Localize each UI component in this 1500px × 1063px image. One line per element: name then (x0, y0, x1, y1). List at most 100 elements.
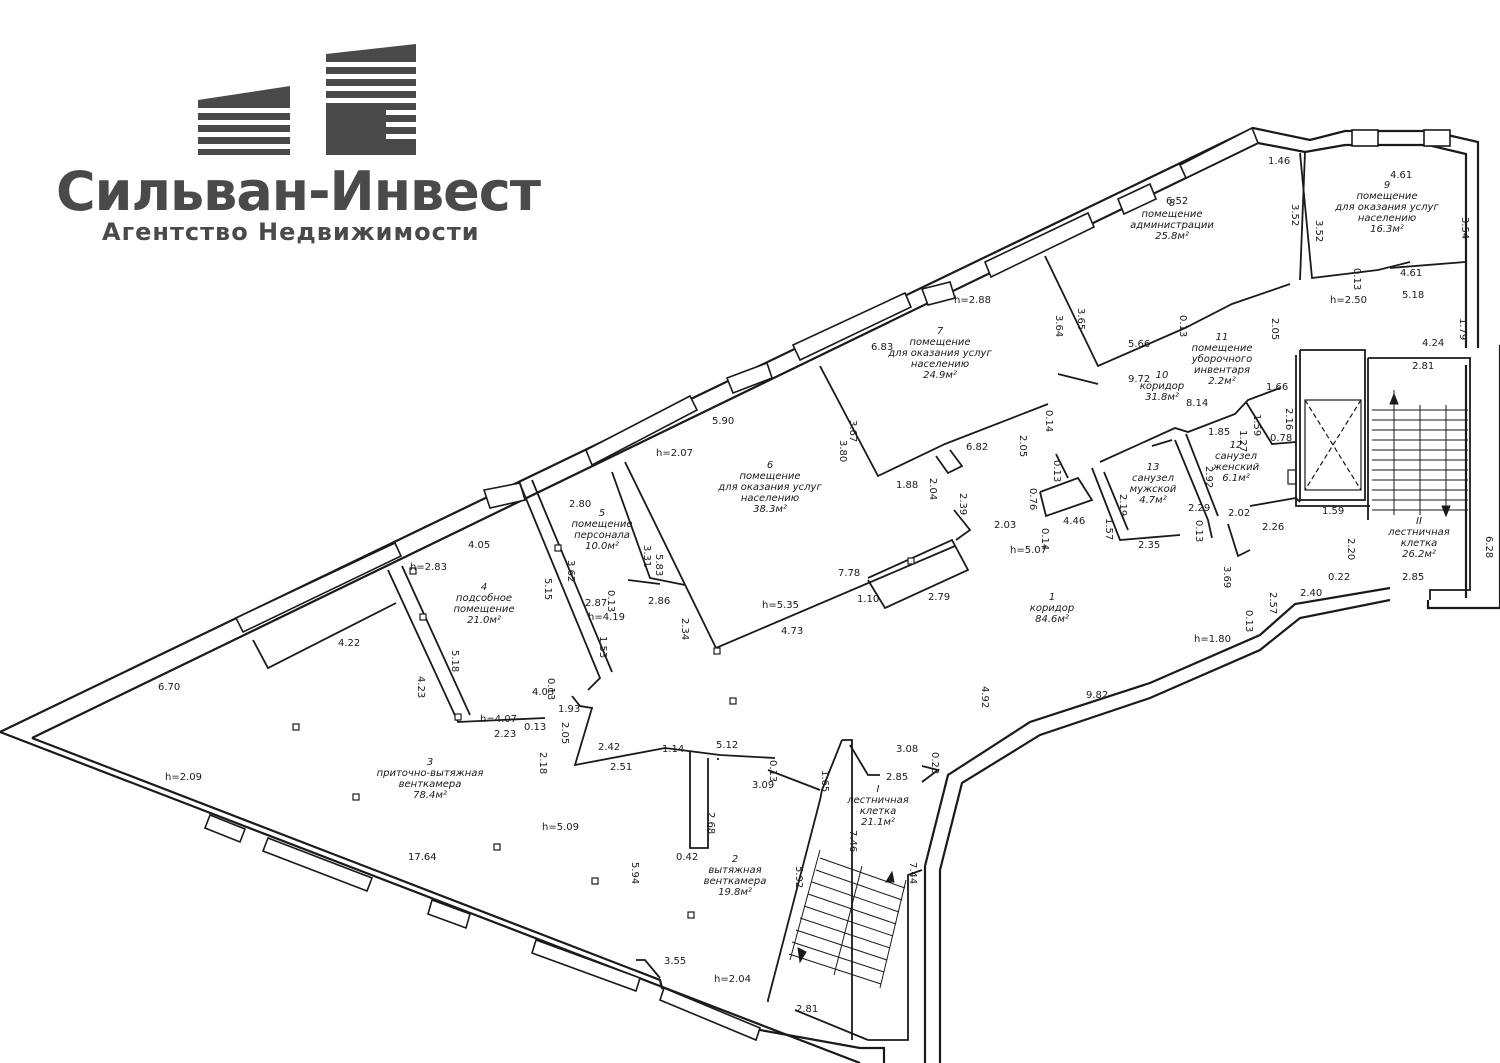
dimension-label: 3.80 (837, 440, 848, 462)
room-labels: 1коридор84.6м²2вытяжнаявенткамера19.8м²3… (377, 180, 1450, 898)
logo-subtitle: Агентство Недвижимости (102, 218, 480, 246)
dimension-label: h=2.09 (165, 772, 202, 783)
dimension-label: 7.78 (838, 568, 860, 579)
dimension-label: 5.94 (629, 862, 640, 884)
dimension-label: 5.90 (712, 416, 734, 427)
dimension-label: 0.23 (929, 752, 940, 774)
dimension-label: 2.16 (1283, 408, 1294, 430)
dimension-label: 3.62 (565, 560, 576, 582)
dimension-label: 2.92 (1203, 466, 1214, 488)
dimension-label: h=4.19 (588, 612, 625, 623)
dimension-label: 5.18 (1402, 290, 1424, 301)
room-label-line: 1 (1049, 592, 1055, 603)
company-logo: Сильван-Инвест Агентство Недвижимости (50, 40, 570, 260)
dimension-label: 0.13 (767, 760, 778, 782)
dimension-label: 2.02 (1228, 508, 1250, 519)
dimension-label: 5.15 (542, 578, 553, 600)
dimension-label: h=5.07 (1010, 545, 1047, 556)
room-label-line: населению (1358, 213, 1416, 224)
room-label-line: клетка (860, 806, 897, 817)
dimension-label: 2.03 (994, 520, 1016, 531)
dimension-label: 5.66 (1128, 339, 1150, 350)
dimension-label: 4.92 (979, 686, 990, 708)
dimension-label: 0.22 (1328, 572, 1350, 583)
dimension-label: 3.69 (1221, 566, 1232, 588)
building-logo-icon (198, 44, 416, 155)
dimension-label: 5.18 (449, 650, 460, 672)
dimension-label: 0.13 (1243, 610, 1254, 632)
room-label-line: 7 (937, 326, 944, 337)
dimension-label: 7.46 (847, 830, 858, 852)
room-label-line: помещение (571, 519, 632, 530)
dimension-label: 2.68 (705, 812, 716, 834)
room-label-line: 12 (1230, 440, 1243, 451)
room-label-line: населению (911, 359, 969, 370)
dimension-label: 2.05 (559, 722, 570, 744)
room-label-line: 16.3м² (1370, 224, 1404, 235)
dimension-label: 1.65 (819, 770, 830, 792)
dimension-label: 0.13 (605, 590, 616, 612)
room-label-line: 11 (1216, 332, 1229, 343)
dimension-label: 2.85 (886, 772, 908, 783)
room-label-line: 19.8м² (718, 887, 752, 898)
dimension-label: 1.93 (558, 704, 580, 715)
dimension-label: 0.14 (1039, 528, 1050, 550)
logo-name: Сильван-Инвест (56, 160, 541, 223)
stairs-ii (1372, 390, 1468, 518)
room-label-line: 31.8м² (1145, 392, 1179, 403)
room-label-line: помещение (1191, 343, 1252, 354)
dimension-label: h=2.07 (656, 448, 693, 459)
dimension-label: 2.04 (927, 478, 938, 500)
dimension-label: 3.64 (1053, 315, 1064, 337)
dimension-label: 4.03 (532, 687, 554, 698)
dimension-label: 2.79 (928, 592, 950, 603)
dimension-label: h=2.04 (714, 974, 751, 985)
dimension-label: 1.85 (1208, 427, 1230, 438)
dimension-label: 0.13 (1351, 268, 1362, 290)
room-label-line: помещение (739, 471, 800, 482)
room-label-line: администрации (1130, 220, 1214, 231)
dimension-label: 4.61 (1400, 268, 1422, 279)
room-label-line: помещение (1356, 191, 1417, 202)
columns (292, 544, 915, 919)
room-label-line: помещение (453, 604, 514, 615)
room-label-line: помещение (1141, 209, 1202, 220)
dimension-label: 2.57 (1267, 592, 1278, 614)
dimension-label: 6.52 (1166, 196, 1188, 207)
dimension-label: 2.05 (1017, 435, 1028, 457)
dimension-label: h=2.83 (410, 562, 447, 573)
dimension-label: 3.55 (664, 956, 686, 967)
stairs-i (788, 849, 907, 989)
room-label-line: подсобное (456, 592, 512, 604)
dimension-label: 0.13 (1193, 520, 1204, 542)
dimension-label: 0.13 (545, 678, 556, 700)
dimension-label: 1.79 (1457, 318, 1468, 340)
room-label-line: санузел (1132, 473, 1175, 484)
dimension-label: 2.18 (537, 752, 548, 774)
dimension-label: 4.24 (1422, 338, 1444, 349)
dimension-label: 0.42 (676, 852, 698, 863)
dimension-label: 3.52 (1313, 220, 1324, 242)
room-label-line: 3 (427, 757, 433, 768)
dimension-label: 2.86 (648, 596, 670, 607)
room-label-line: для оказания услуг (717, 482, 822, 493)
dimension-label: 4.05 (468, 540, 490, 551)
dimension-label: 4.23 (415, 676, 426, 698)
dimension-label: 0.13 (1051, 460, 1062, 482)
room-label-line: населению (741, 493, 799, 504)
elevator-shaft (1287, 399, 1362, 491)
dimension-label: 3.09 (752, 780, 774, 791)
dimension-label: 2.81 (1412, 361, 1434, 372)
room-label-line: санузел (1215, 451, 1258, 462)
room-label-line: 2.2м² (1208, 376, 1235, 387)
dimension-label: 2.87 (585, 598, 607, 609)
dimension-label: 2.42 (598, 742, 620, 753)
windows-bottom (203, 813, 761, 1042)
dimension-label: 0.13 (524, 722, 546, 733)
dimension-label: 1.57 (1103, 518, 1114, 540)
dimension-label: 2.81 (796, 1004, 818, 1015)
dimension-label: 5.92 (793, 866, 804, 888)
room-label-line: 6.1м² (1222, 473, 1249, 484)
dimension-label: h=5.35 (762, 600, 799, 611)
